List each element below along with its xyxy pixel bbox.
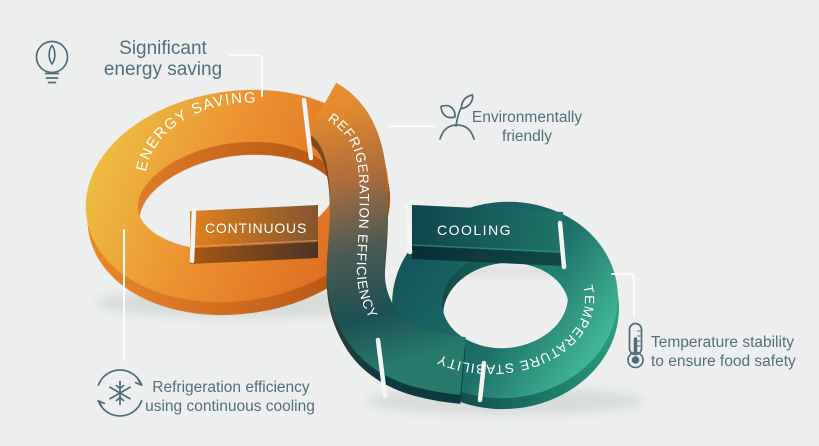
callout-temperature-stability: Temperature stability to ensure food saf… [627, 322, 796, 370]
callout-text-line: Environmentally [472, 109, 583, 126]
callout-text-line: using continuous cooling [145, 398, 315, 415]
callout-significant-energy-saving: Significant energy saving [35, 38, 222, 84]
callout-text-line: Refrigeration efficiency [152, 379, 310, 396]
thermometer-icon [627, 322, 644, 369]
sprout-icon [439, 94, 475, 140]
connector-temperature [611, 273, 635, 318]
callout-environmentally-friendly: Environmentally friendly [439, 94, 583, 145]
cooling-band [412, 205, 563, 266]
connector-energy [229, 54, 263, 97]
cooling-label: COOLING [437, 222, 512, 238]
callout-text-line: Temperature stability [651, 334, 794, 351]
lightbulb-icon [35, 40, 69, 84]
callout-connectors [123, 54, 635, 361]
callout-text-line: friendly [502, 128, 552, 145]
center-band [305, 82, 467, 404]
continuous-band [190, 205, 318, 264]
snowflake-cycle-icon [97, 369, 143, 417]
callout-refrigeration-efficiency: Refrigeration efficiency using continuou… [97, 369, 315, 417]
continuous-label: CONTINUOUS [205, 220, 307, 236]
callout-text-line: energy saving [104, 59, 222, 80]
callout-text-line: Significant [119, 38, 207, 59]
segment-gap-slits [189, 97, 567, 403]
callout-text-line: to ensure food safety [651, 353, 796, 370]
